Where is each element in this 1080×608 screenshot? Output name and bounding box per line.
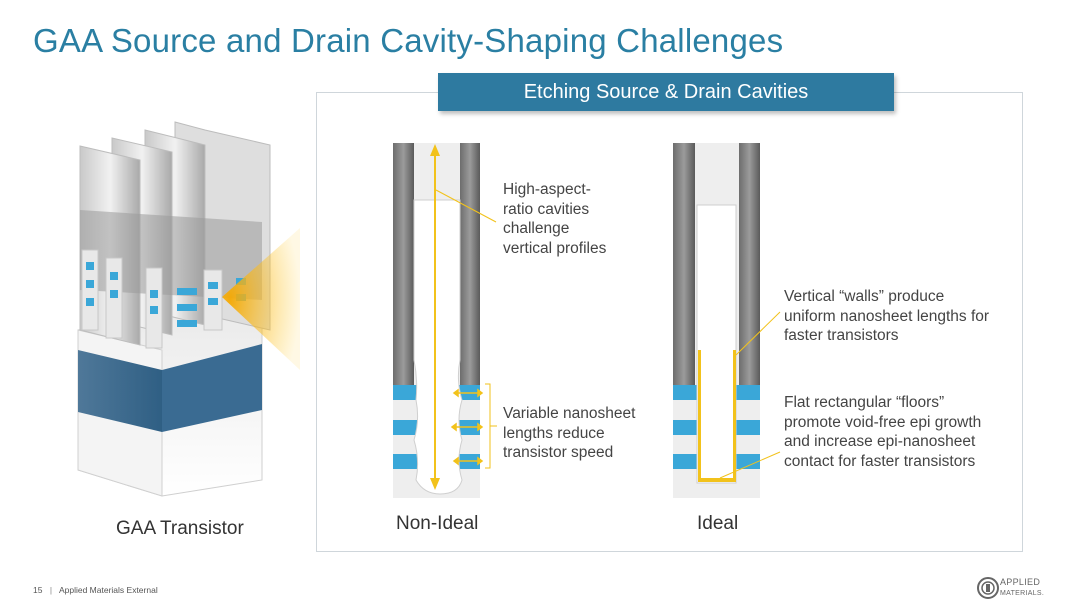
footer: 15 | Applied Materials External bbox=[33, 585, 158, 595]
applied-materials-logo-icon bbox=[977, 577, 999, 599]
ideal-nanosheets bbox=[673, 385, 760, 469]
non-ideal-note-bottom: Variable nanosheet lengths reduce transi… bbox=[503, 405, 636, 461]
page-number: 15 bbox=[33, 585, 43, 595]
non-ideal-note-top: High-aspect- ratio cavities challenge ve… bbox=[503, 181, 607, 257]
logo-line2: MATERIALS. bbox=[1000, 589, 1045, 597]
non-ideal-nanosheets bbox=[393, 385, 480, 469]
ideal-caption: Ideal bbox=[697, 513, 739, 534]
logo-line1: APPLIED bbox=[1000, 577, 1041, 587]
gaa-transistor-illustration bbox=[77, 121, 300, 497]
ideal-cavity bbox=[673, 143, 781, 498]
ideal-note-bottom: Flat rectangular “floors” promote void-f… bbox=[784, 394, 982, 470]
footer-text: Applied Materials External bbox=[58, 585, 158, 595]
gaa-transistor-caption: GAA Transistor bbox=[116, 518, 244, 539]
non-ideal-cavity bbox=[393, 143, 497, 498]
logo-wordmark: APPLIED MATERIALS. bbox=[1000, 577, 1045, 598]
footer-divider: | bbox=[49, 585, 53, 595]
etching-banner: Etching Source & Drain Cavities bbox=[438, 73, 894, 111]
ideal-note-top: Vertical “walls” produce uniform nanoshe… bbox=[784, 288, 990, 344]
slide-title: GAA Source and Drain Cavity-Shaping Chal… bbox=[33, 22, 784, 59]
non-ideal-caption: Non-Ideal bbox=[396, 513, 479, 534]
